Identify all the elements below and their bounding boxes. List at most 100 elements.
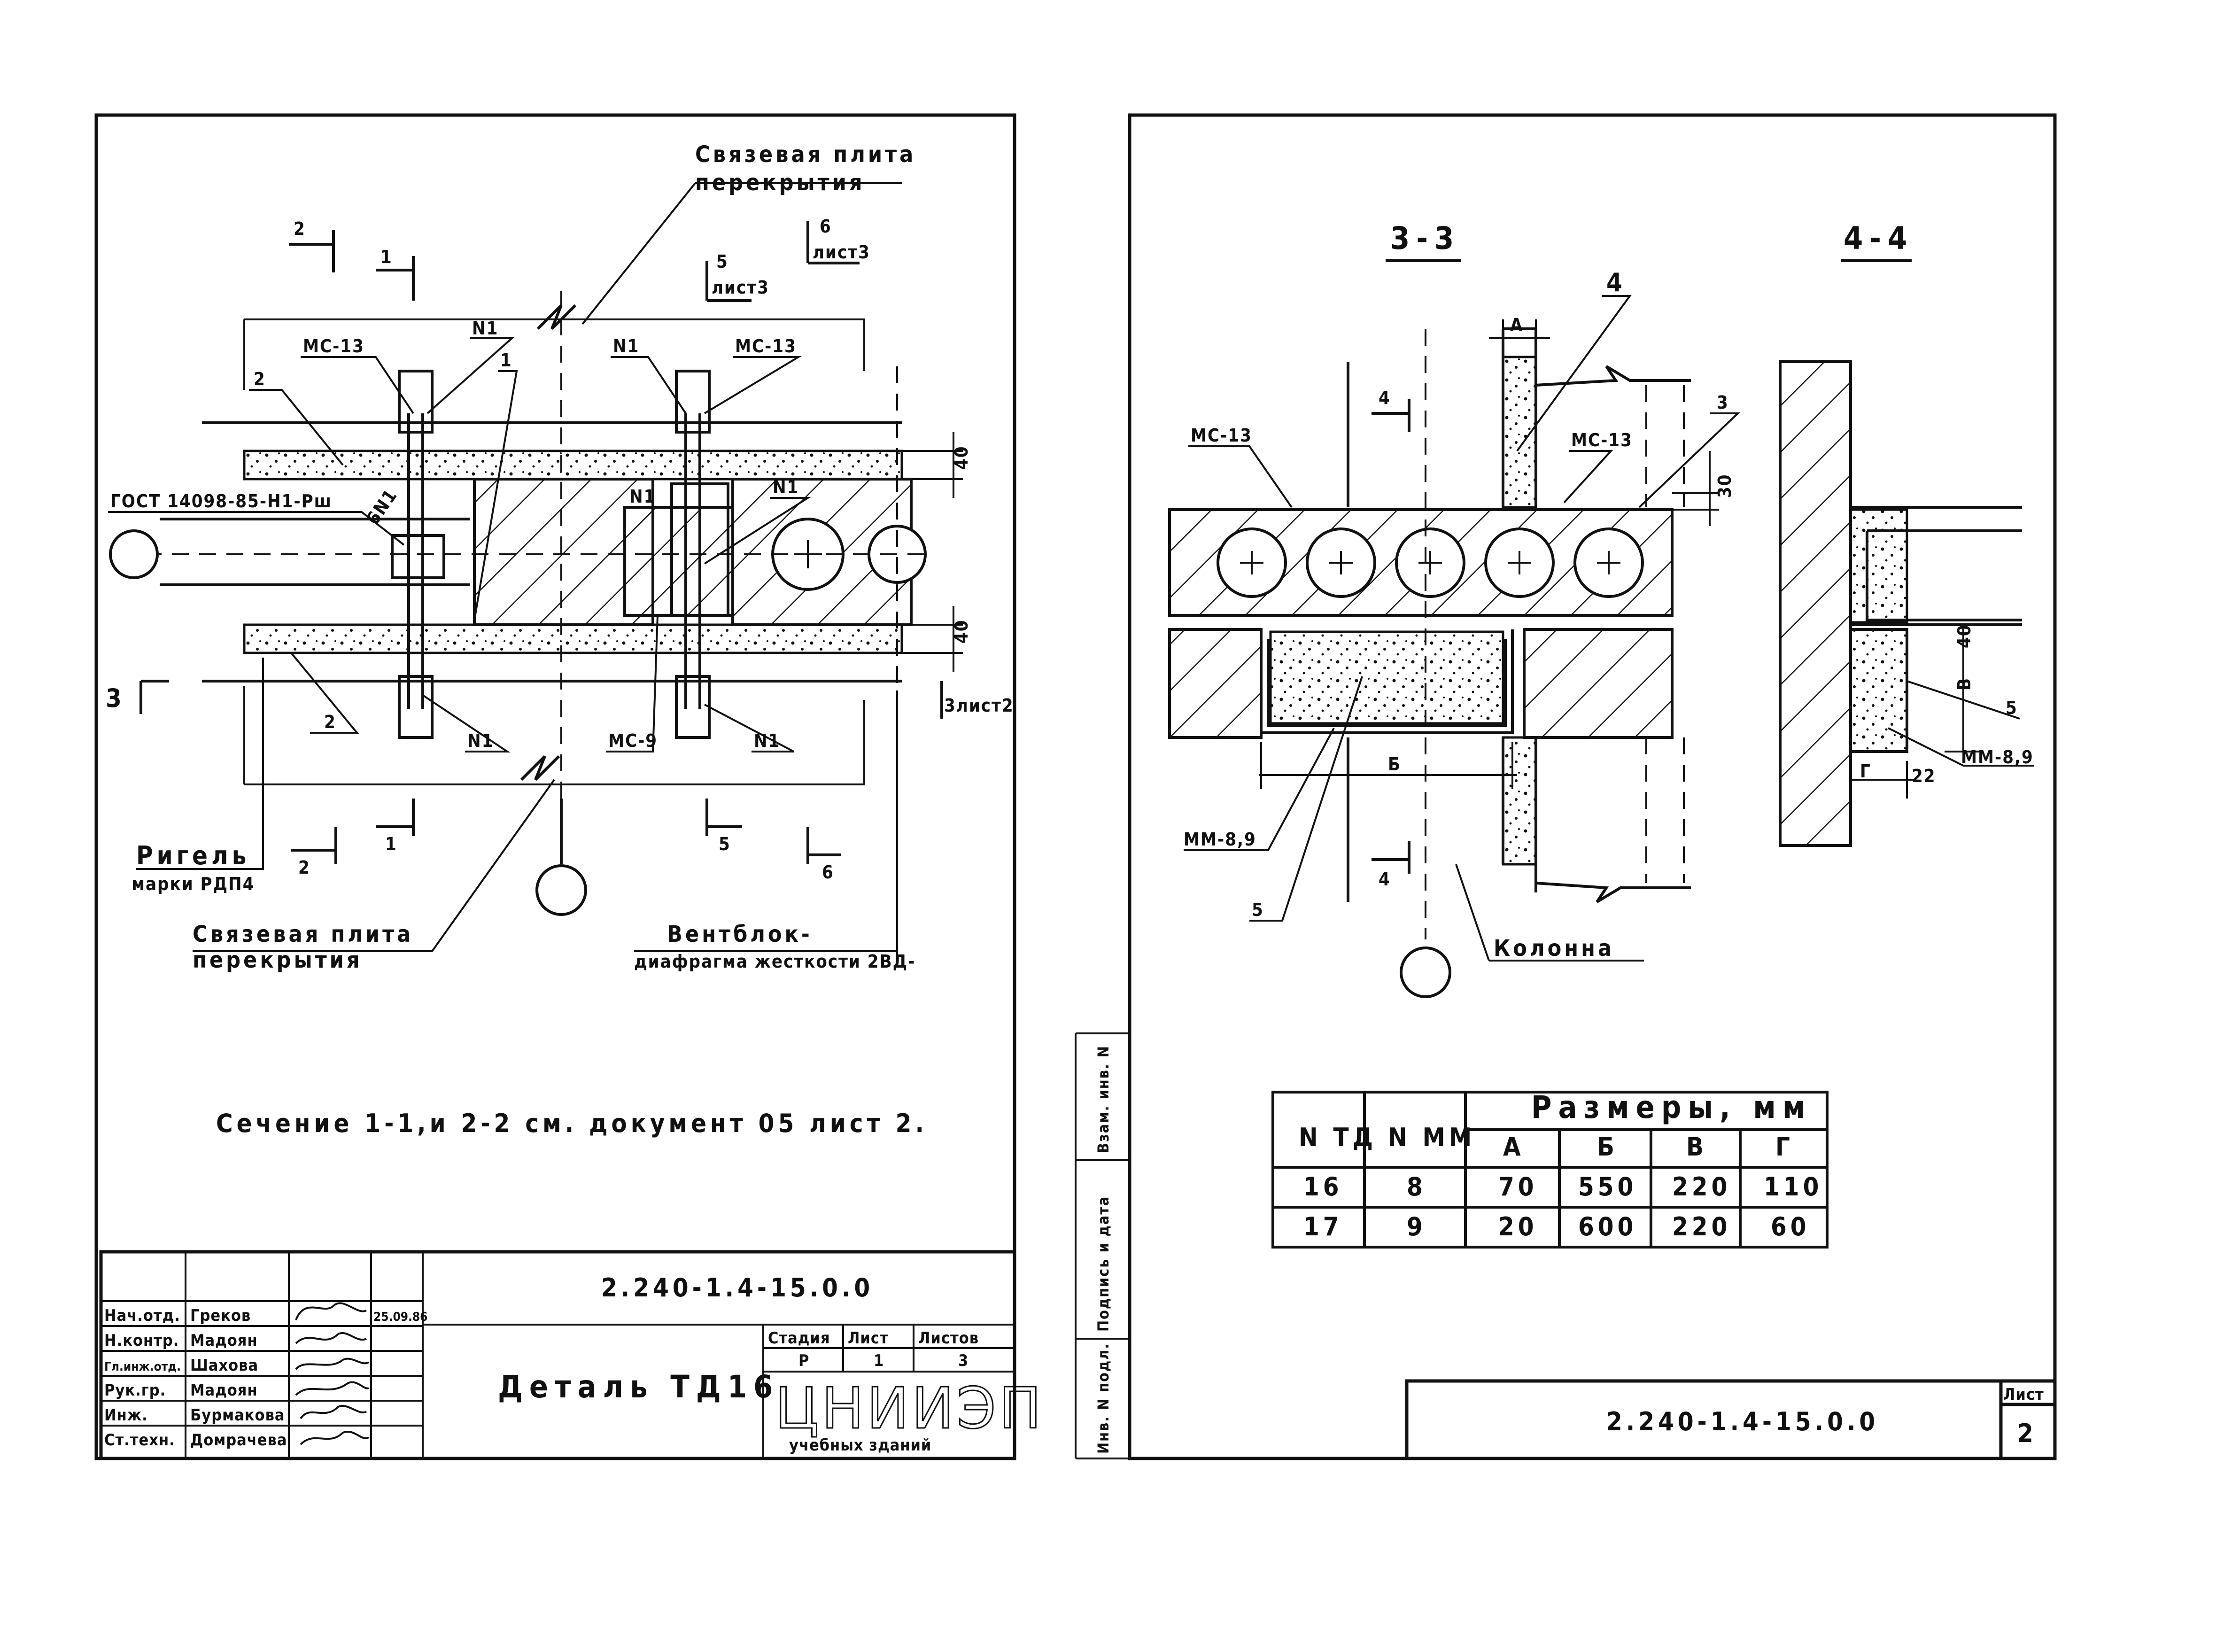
- leader-2-bottom: [290, 652, 359, 734]
- cell-r1-c4: 220: [1672, 1212, 1731, 1241]
- cut-mark-3: [139, 680, 169, 714]
- th-n-mm: N ММ: [1388, 1123, 1475, 1152]
- leader-kolonna: [1455, 864, 1644, 962]
- plate-6n1: [391, 534, 445, 579]
- leader-mm89-33: [1184, 728, 1335, 851]
- label-gost: ГОСТ 14098-85-Н1-Рш: [110, 491, 332, 512]
- leader-n1-d: [422, 694, 511, 752]
- wall-44: [1779, 360, 1852, 847]
- label-2b: 2: [324, 712, 336, 732]
- cut-4-bottom: [1372, 841, 1410, 874]
- cut-mark-2-top: [289, 230, 335, 272]
- leader-n1-c: [704, 497, 811, 565]
- label-ms13-33-right: МС-13: [1571, 430, 1633, 450]
- title-block-frame: [99, 1250, 1016, 1460]
- section-3-3: 3-3: [1168, 220, 1740, 998]
- th-n-td: N ТД: [1299, 1123, 1377, 1152]
- tie-bar-left: [407, 413, 424, 709]
- section-markers-left: [139, 221, 943, 864]
- void-crosses: [1240, 551, 1620, 574]
- label-5-33: 5: [1252, 900, 1264, 920]
- cut-mark-1-top: [376, 256, 415, 301]
- label-svyaz-bottom-2: перекрытия: [193, 947, 363, 973]
- name-4: Бурмакова: [190, 1406, 285, 1425]
- lower-mortar-band: [243, 623, 903, 654]
- role-1: Н.контр.: [104, 1331, 179, 1350]
- label-6n1: 6N1: [362, 485, 401, 529]
- left-title-block: 2.240-1.4-15.0.0 Деталь ТД16 Стадия Лист…: [99, 1250, 1044, 1460]
- label-mm89-44: ММ-8,9: [1961, 747, 2034, 768]
- ventblock-insert: [623, 506, 734, 617]
- cut-mark-6-top: [806, 221, 860, 264]
- left-labels: Связевая плита перекрытия МС-13 N1 1 N1 …: [106, 141, 1014, 1138]
- break-line-bottom: [520, 755, 560, 781]
- cell-r0-c4: 220: [1672, 1172, 1731, 1202]
- title-doc-code: 2.240-1.4-15.0.0: [601, 1273, 874, 1303]
- dim-G-44: [1851, 761, 1916, 799]
- role-0: Нач.отд.: [104, 1306, 180, 1325]
- leader-gost: [108, 511, 405, 546]
- label-rigel-1: Ригель: [136, 841, 250, 870]
- label-rigel-2: марки РДП4: [132, 874, 255, 894]
- th-A: А: [1503, 1132, 1525, 1162]
- role-5: Ст.техн.: [104, 1431, 175, 1450]
- leader-n1-e: [704, 704, 794, 752]
- label-V: В: [1954, 677, 1975, 690]
- section-mark-2-top: 2: [294, 218, 306, 239]
- label-n1-e: N1: [754, 730, 780, 751]
- section-mark-5-top-sheet: лист3: [712, 277, 769, 298]
- dim-30: [1672, 451, 1719, 526]
- th-G: Г: [1775, 1132, 1794, 1162]
- label-n1-d: N1: [467, 730, 494, 751]
- label-svyaz-bottom-1: Связевая плита: [193, 921, 413, 947]
- right-sheet-border: [1128, 113, 2057, 1460]
- dim-V-44: [1945, 625, 1982, 752]
- axis-bubble-33: [1400, 946, 1451, 998]
- label-svyaz-top-2: перекрытия: [695, 170, 865, 196]
- cell-r1-c0: 17: [1303, 1212, 1343, 1241]
- section-mark-6-bottom: 6: [822, 862, 834, 883]
- leader-ms9: [606, 615, 659, 752]
- section-mark-3-right: 3лист2: [944, 695, 1014, 716]
- dim-B: [1259, 742, 1517, 789]
- tie-bar-right: [684, 413, 701, 709]
- anchor-left-top: [398, 370, 434, 434]
- role-3: Рук.гр.: [104, 1381, 166, 1400]
- handwritten-signatures: [295, 1302, 370, 1445]
- leader-ms13-33: [1188, 445, 1293, 508]
- cell-r0-c0: 16: [1303, 1172, 1343, 1202]
- girder-right-hatched: [1523, 628, 1674, 739]
- leader-ms13-left: [301, 356, 414, 414]
- slab-44: [1851, 506, 2022, 626]
- signature-5: [300, 1431, 370, 1445]
- title-org: ЦНИИЭП: [775, 1376, 1044, 1442]
- label-n1-f: N1: [629, 486, 656, 507]
- cell-r1-c2: 20: [1498, 1212, 1538, 1241]
- title-detail: Деталь ТД16: [498, 1369, 779, 1405]
- label-5-44: 5: [2006, 698, 2018, 718]
- signature-1: [295, 1332, 367, 1344]
- section-44-title: 4-4: [1844, 220, 1914, 256]
- break-line-top: [536, 304, 577, 330]
- lower-slab-outline: [243, 686, 865, 785]
- label-svyaz-top-1: Связевая плита: [695, 141, 916, 168]
- left-sheet: Связевая плита перекрытия МС-13 N1 1 N1 …: [94, 113, 1044, 1460]
- cut-mark-5-bottom: [705, 799, 742, 836]
- right-sheet: Инв. N подл. Подпись и дата Взам. инв. N…: [1075, 113, 2057, 1460]
- leader-4: [1516, 295, 1632, 452]
- cell-r0-c3: 550: [1578, 1172, 1637, 1202]
- leader-svyaz-bottom: [193, 779, 555, 952]
- label-ms9: МС-9: [608, 730, 658, 751]
- section-33-title: 3-3: [1390, 220, 1460, 256]
- dim-line-40-bottom: [902, 606, 963, 672]
- label-mm89-33: ММ-8,9: [1184, 829, 1256, 850]
- dim-line-40-top: [902, 432, 963, 498]
- cell-r1-c5: 60: [1771, 1212, 1810, 1241]
- axis-bubble-bottom: [535, 864, 587, 916]
- label-40b: 40: [951, 619, 972, 644]
- upper-slab-outline: [243, 318, 865, 390]
- title-sheet-header: Лист: [848, 1329, 889, 1348]
- leader-ventblok: [634, 690, 898, 952]
- th-sizes: Размеры, мм: [1531, 1089, 1812, 1125]
- name-1: Мадоян: [190, 1331, 258, 1350]
